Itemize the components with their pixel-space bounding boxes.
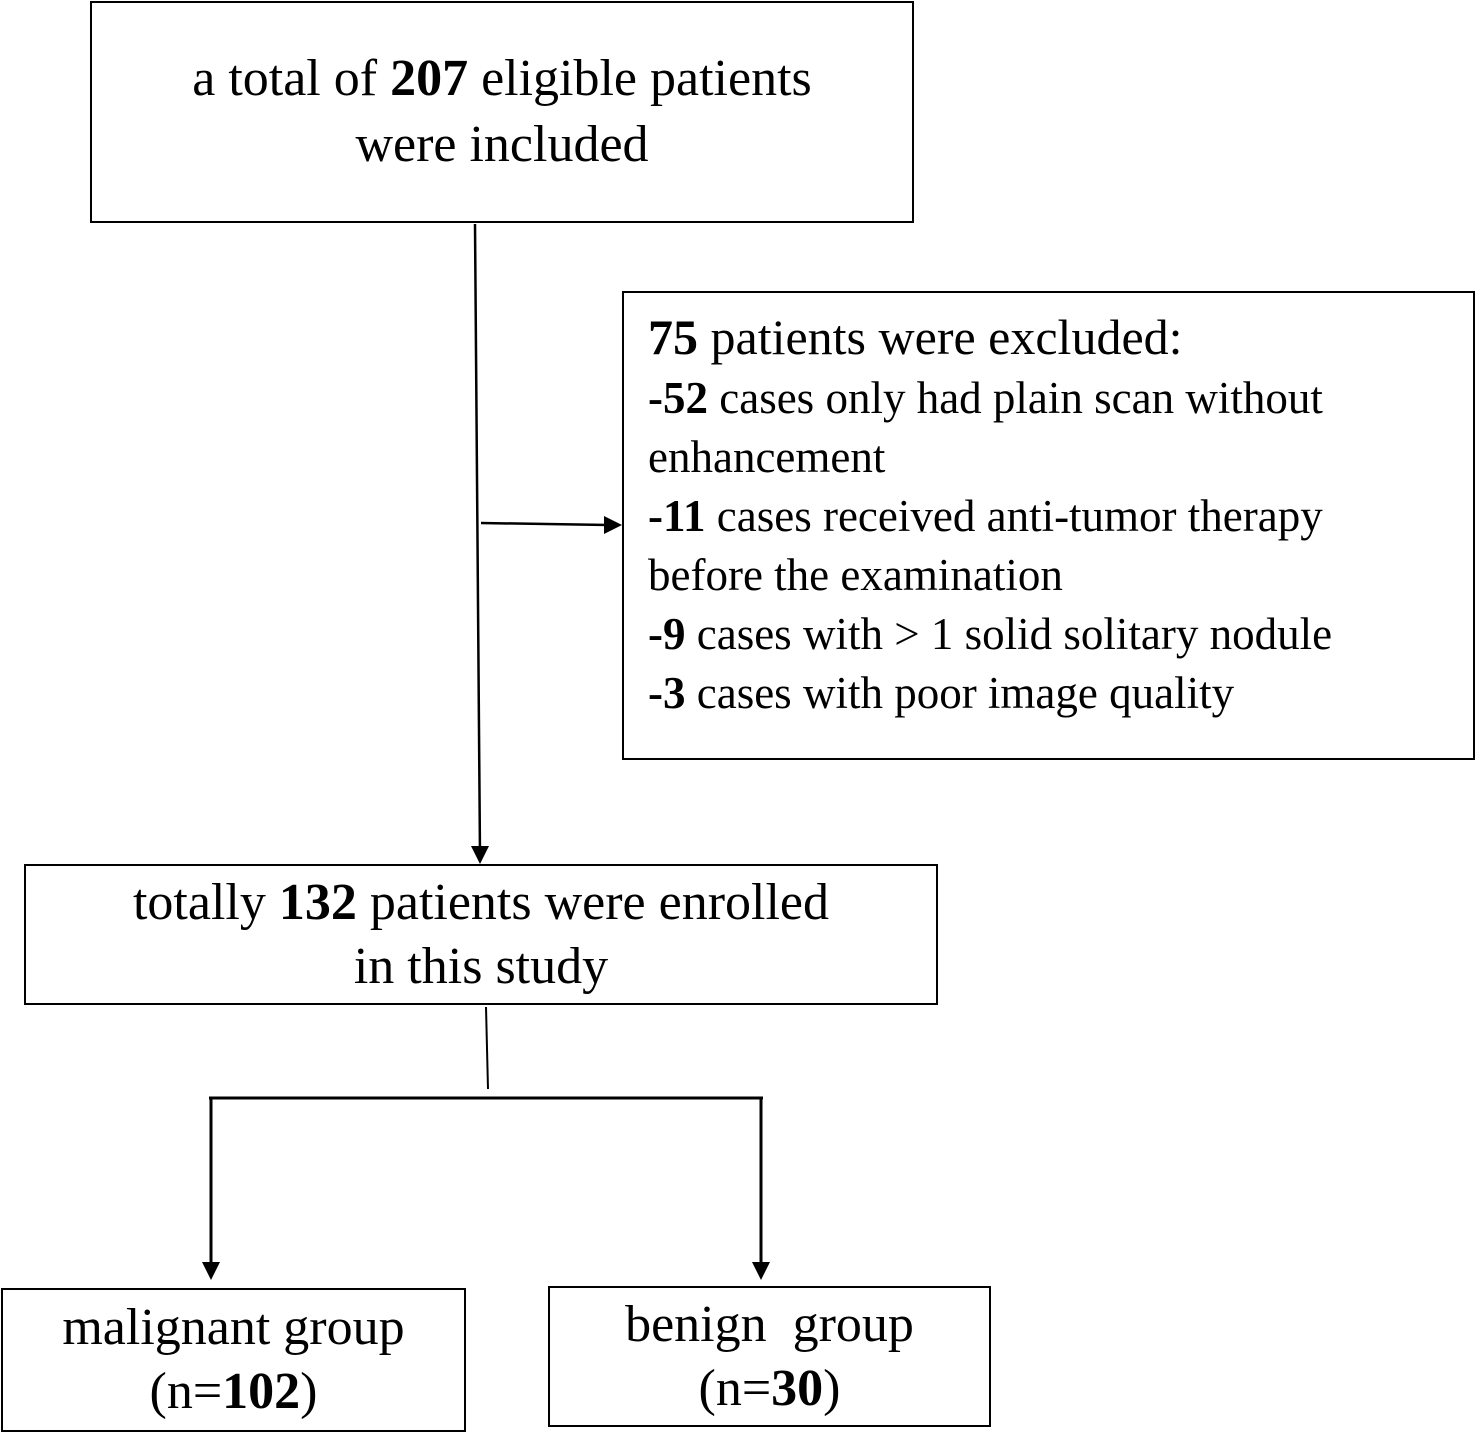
total-line-1: a total of 207 eligible patients [192, 46, 812, 112]
excluded-count: 75 [648, 309, 698, 365]
enrolled-box: totally 132 patients were enrolled in th… [24, 864, 938, 1005]
malignant-n-post: ) [300, 1363, 318, 1420]
arrow-to-malignant-head [202, 1262, 220, 1280]
benign-label: benign group [625, 1295, 914, 1353]
arrow-to-excluded-head [604, 516, 622, 534]
excluded-title-text: patients were excluded: [698, 309, 1183, 365]
enrolled-line-1: totally 132 patients were enrolled [133, 871, 829, 935]
enrolled-post: patients were enrolled [356, 873, 829, 931]
excluded-item-plain-scan-cont: enhancement [648, 432, 886, 482]
arrow-to-benign-head [752, 1262, 770, 1280]
connector-enrolled-stub [485, 1006, 489, 1090]
benign-group-box: benign group (n=30) [548, 1286, 991, 1427]
excluded-item-image-quality: -3 cases with poor image quality [648, 664, 1473, 723]
arrow-total-to-enrolled [473, 223, 482, 857]
excluded-item-text: cases with > 1 solid solitary nodule [685, 609, 1333, 659]
excluded-item-count: -52 [648, 373, 708, 423]
malignant-group-box: malignant group (n=102) [1, 1288, 466, 1432]
malignant-n-pre: (n= [149, 1363, 223, 1420]
excluded-item-therapy: -11 cases received anti-tumor therapy [648, 487, 1473, 546]
malignant-count: 102 [222, 1363, 301, 1420]
benign-n-post: ) [823, 1359, 841, 1417]
excluded-box: 75 patients were excluded: -52 cases onl… [622, 291, 1475, 760]
arrow-total-to-enrolled-head [471, 846, 489, 864]
benign-n-pre: (n= [698, 1359, 772, 1417]
enrolled-line-2: in this study [353, 937, 609, 995]
excluded-item-count: -9 [648, 609, 686, 659]
total-count: 207 [390, 50, 469, 107]
arrow-to-excluded [480, 521, 609, 527]
excluded-item-nodule: -9 cases with > 1 solid solitary nodule [648, 605, 1473, 664]
excluded-item-text: cases with poor image quality [685, 668, 1235, 718]
excluded-item-therapy-cont: before the examination [648, 550, 1063, 600]
excluded-item-text: cases received anti-tumor therapy [705, 491, 1323, 541]
benign-n: (n=30) [699, 1357, 841, 1421]
total-pre: a total of [192, 50, 391, 107]
enrolled-pre: totally [132, 873, 279, 931]
excluded-item-text: cases only had plain scan without [708, 373, 1323, 423]
total-post: eligible patients [468, 50, 812, 107]
excluded-item-count: -11 [648, 491, 706, 541]
excluded-title: 75 patients were excluded: [648, 307, 1473, 367]
total-line-2: were included [355, 116, 649, 173]
malignant-n: (n=102) [150, 1360, 318, 1424]
malignant-label: malignant group [62, 1299, 405, 1356]
excluded-item-count: -3 [648, 668, 686, 718]
benign-count: 30 [771, 1359, 824, 1417]
excluded-item-plain-scan: -52 cases only had plain scan without [648, 369, 1473, 428]
total-eligible-box: a total of 207 eligible patients were in… [90, 1, 914, 223]
enrolled-count: 132 [278, 873, 357, 931]
